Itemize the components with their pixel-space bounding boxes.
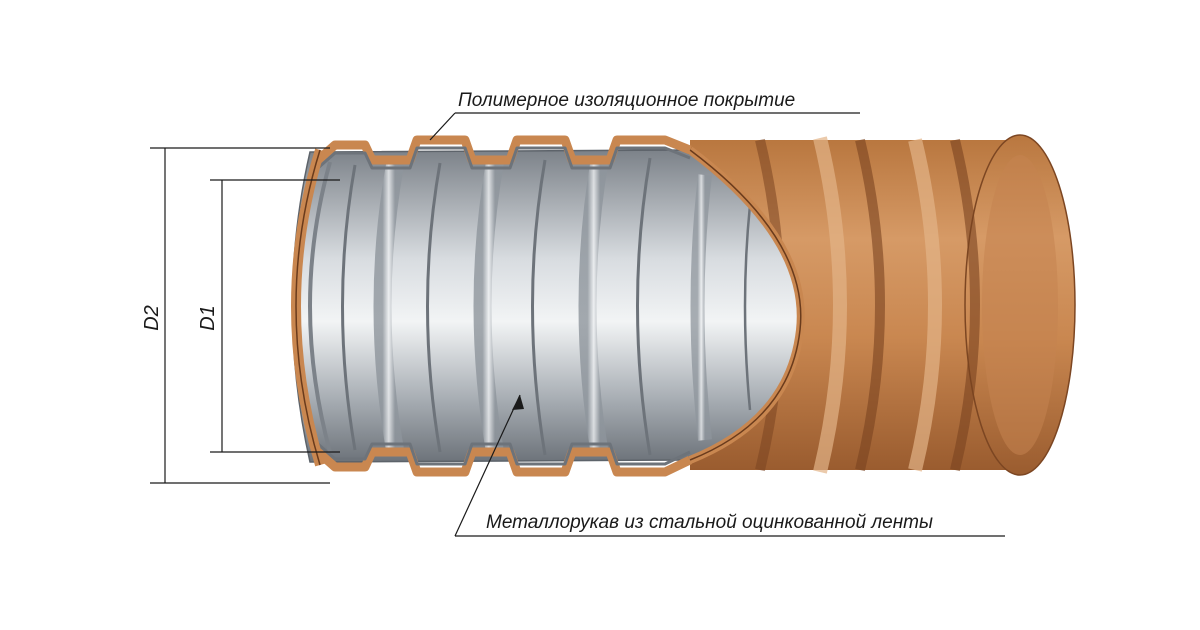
hose-left-end xyxy=(291,148,332,467)
corrugated-profile-bottom xyxy=(315,442,692,477)
metal-hose-leader-line xyxy=(454,394,1005,537)
dimension-d1 xyxy=(210,179,340,453)
coating-callout-label: Полимерное изоляционное покрытие xyxy=(458,90,795,111)
d1-label: D1 xyxy=(197,305,219,331)
coating-ridges xyxy=(755,136,980,474)
metal-hose-arrowhead xyxy=(512,395,524,410)
steel-interior xyxy=(291,146,805,464)
coating-leader-line xyxy=(429,112,860,141)
metal-hose-callout-label: Металлорукав из стальной оцинкованной ле… xyxy=(486,512,933,533)
dimension-d2 xyxy=(150,147,330,484)
d2-label: D2 xyxy=(141,305,163,331)
steel-ribs xyxy=(341,156,752,457)
corrugated-profile-top xyxy=(315,135,692,170)
